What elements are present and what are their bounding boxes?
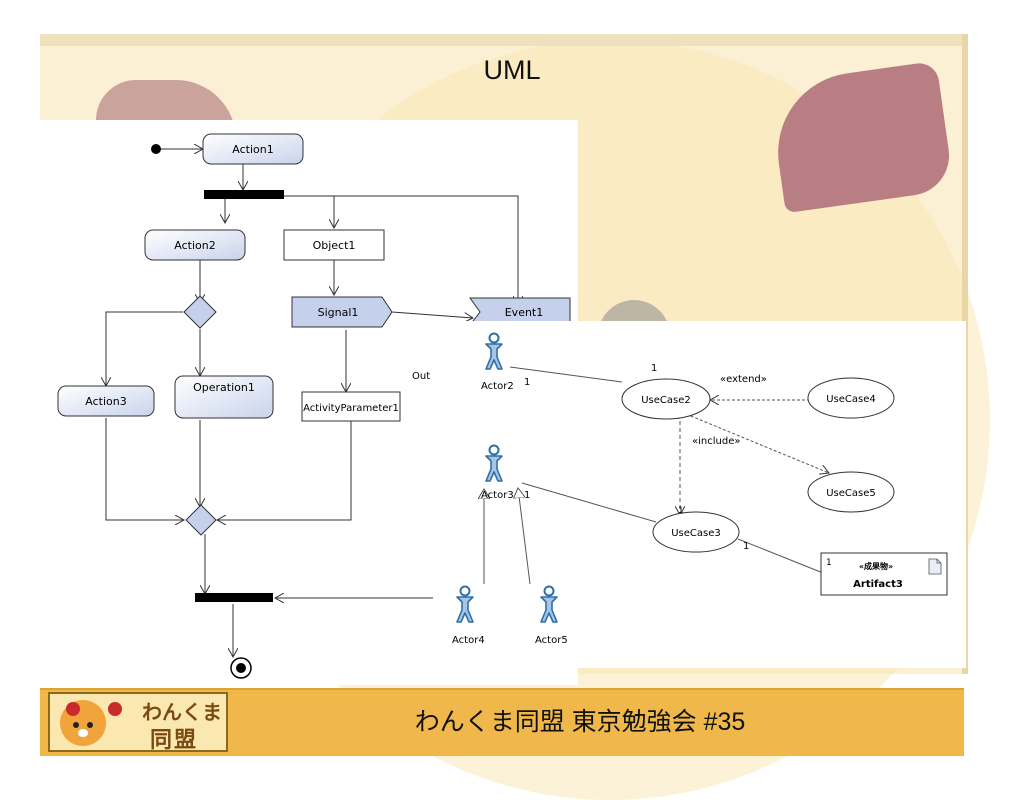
slide-title: UML bbox=[483, 55, 541, 85]
activity-parameter1-node bbox=[301, 391, 401, 422]
actor3-icon bbox=[485, 444, 503, 482]
actor4-label: Actor4 bbox=[452, 635, 485, 646]
actor4-icon bbox=[456, 585, 474, 623]
event1-label: Event1 bbox=[505, 306, 544, 319]
action2-node bbox=[144, 229, 246, 261]
action2-label: Action2 bbox=[174, 239, 215, 252]
document-icon bbox=[928, 558, 942, 575]
activity-diagram-canvas: Action1 Action2 Object1 Signal1 Event1 A… bbox=[57, 133, 571, 679]
logo-text-top: わんくま bbox=[142, 702, 222, 724]
bear-right-eye bbox=[87, 722, 93, 728]
usecase2-label: UseCase2 bbox=[641, 395, 691, 406]
logo-text-bottom: 同盟 bbox=[150, 727, 199, 752]
actor3-label: Actor3 bbox=[481, 490, 514, 501]
actor3-multiplicity: 1 bbox=[524, 490, 530, 501]
signal1-node bbox=[291, 296, 393, 328]
extend-stereotype: «extend» bbox=[720, 374, 767, 385]
action1-label: Action1 bbox=[232, 143, 273, 156]
activity-parameter1-label: ActivityParameter1 bbox=[303, 403, 399, 414]
fork-bar bbox=[204, 190, 284, 199]
bear-right-ear bbox=[108, 702, 122, 716]
usecase5-ellipse bbox=[807, 471, 895, 513]
usecase-diagram-canvas: Actor2 Actor3 Actor4 Actor5 1 1 1 1 1 «e… bbox=[452, 332, 948, 646]
action3-label: Action3 bbox=[85, 395, 126, 408]
actor5-label: Actor5 bbox=[535, 635, 568, 646]
operation1-label: Operation1 bbox=[193, 381, 255, 394]
actor2-multiplicity: 1 bbox=[524, 377, 530, 388]
final-node-dot bbox=[236, 663, 246, 673]
artifact3-label: Artifact3 bbox=[853, 579, 903, 590]
artifact3-stereotype: «成果物» bbox=[859, 561, 893, 571]
bear-left-ear bbox=[66, 702, 80, 716]
usecase4-label: UseCase4 bbox=[826, 394, 876, 405]
actor2-label: Actor2 bbox=[481, 381, 514, 392]
artifact3-multiplicity: 1 bbox=[826, 558, 832, 568]
usecase3-label: UseCase3 bbox=[671, 528, 721, 539]
action3-node bbox=[57, 385, 155, 417]
signal1-label: Signal1 bbox=[318, 306, 359, 319]
usecase3-multiplicity: 1 bbox=[743, 541, 749, 552]
usecase2-ellipse bbox=[621, 378, 711, 420]
bear-left-eye bbox=[73, 722, 79, 728]
wankuma-logo: わんくま 同盟 bbox=[48, 692, 228, 752]
usecase3-ellipse bbox=[652, 511, 740, 553]
actor2-icon bbox=[485, 332, 503, 370]
slide: UML bbox=[40, 34, 990, 800]
slide-top-band bbox=[40, 34, 968, 46]
initial-node bbox=[151, 144, 161, 154]
join-bar bbox=[195, 593, 273, 602]
operation1-node bbox=[174, 375, 274, 419]
actor5-icon bbox=[540, 585, 558, 623]
usecase-diagram: Actor2 Actor3 Actor4 Actor5 1 1 1 1 1 «e… bbox=[438, 321, 966, 668]
usecase4-ellipse bbox=[807, 377, 895, 419]
include-stereotype: «include» bbox=[692, 436, 740, 447]
merge-node bbox=[185, 504, 217, 536]
include-multiplicity: 1 bbox=[678, 506, 684, 516]
usecase5-label: UseCase5 bbox=[826, 488, 876, 499]
usecase2-multiplicity: 1 bbox=[651, 363, 657, 374]
artifact3-box bbox=[820, 552, 948, 596]
footer-text: わんくま同盟 東京勉強会 #35 bbox=[414, 708, 746, 736]
bear-nose bbox=[78, 729, 88, 737]
object1-node bbox=[283, 229, 385, 261]
partial-output-label: Out bbox=[412, 371, 430, 382]
object1-label: Object1 bbox=[313, 239, 356, 252]
action1-node bbox=[202, 133, 304, 165]
bear-face-icon bbox=[60, 700, 122, 746]
decision-node bbox=[183, 295, 217, 329]
